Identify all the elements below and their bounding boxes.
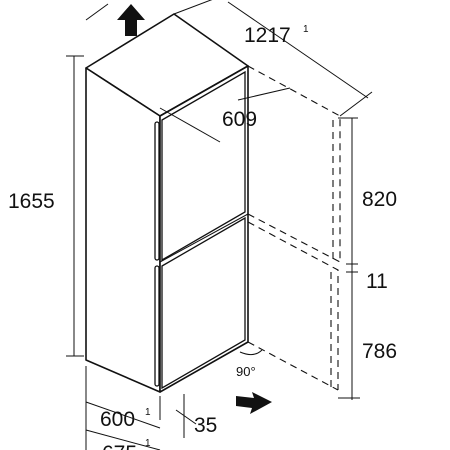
dim-open-door-depth: 1217: [244, 24, 291, 47]
dim-door-width: 609: [222, 108, 257, 131]
lower-door: [161, 216, 246, 390]
dim-lower-door-height: 786: [362, 340, 397, 363]
dim-upper-door-height: 820: [362, 188, 397, 211]
door-angle-label: 90°: [236, 364, 256, 379]
dimension-lines: [66, 0, 373, 450]
dim-open-door-depth-note: 1: [303, 24, 309, 35]
fridge-doors: [154, 70, 249, 390]
dim-door-gap: 11: [366, 270, 388, 293]
dim-height: 1655: [8, 190, 55, 213]
dim-wall-clearance: 35: [194, 414, 217, 437]
dim-depth-note: 1: [145, 407, 151, 418]
upper-door: [161, 70, 246, 262]
right-arrow-icon: [236, 392, 272, 414]
dim-depth-with-handle: 675: [102, 442, 137, 450]
dim-depth: 600: [100, 408, 135, 431]
dim-depth-with-handle-note: 1: [145, 438, 151, 449]
upper-door-handle: [154, 121, 160, 261]
up-arrow-icon: [117, 4, 145, 36]
fridge-side-face: [85, 67, 161, 393]
open-door-outline: [247, 65, 341, 391]
fridge-body: [85, 13, 249, 393]
lower-door-handle: [154, 265, 160, 387]
